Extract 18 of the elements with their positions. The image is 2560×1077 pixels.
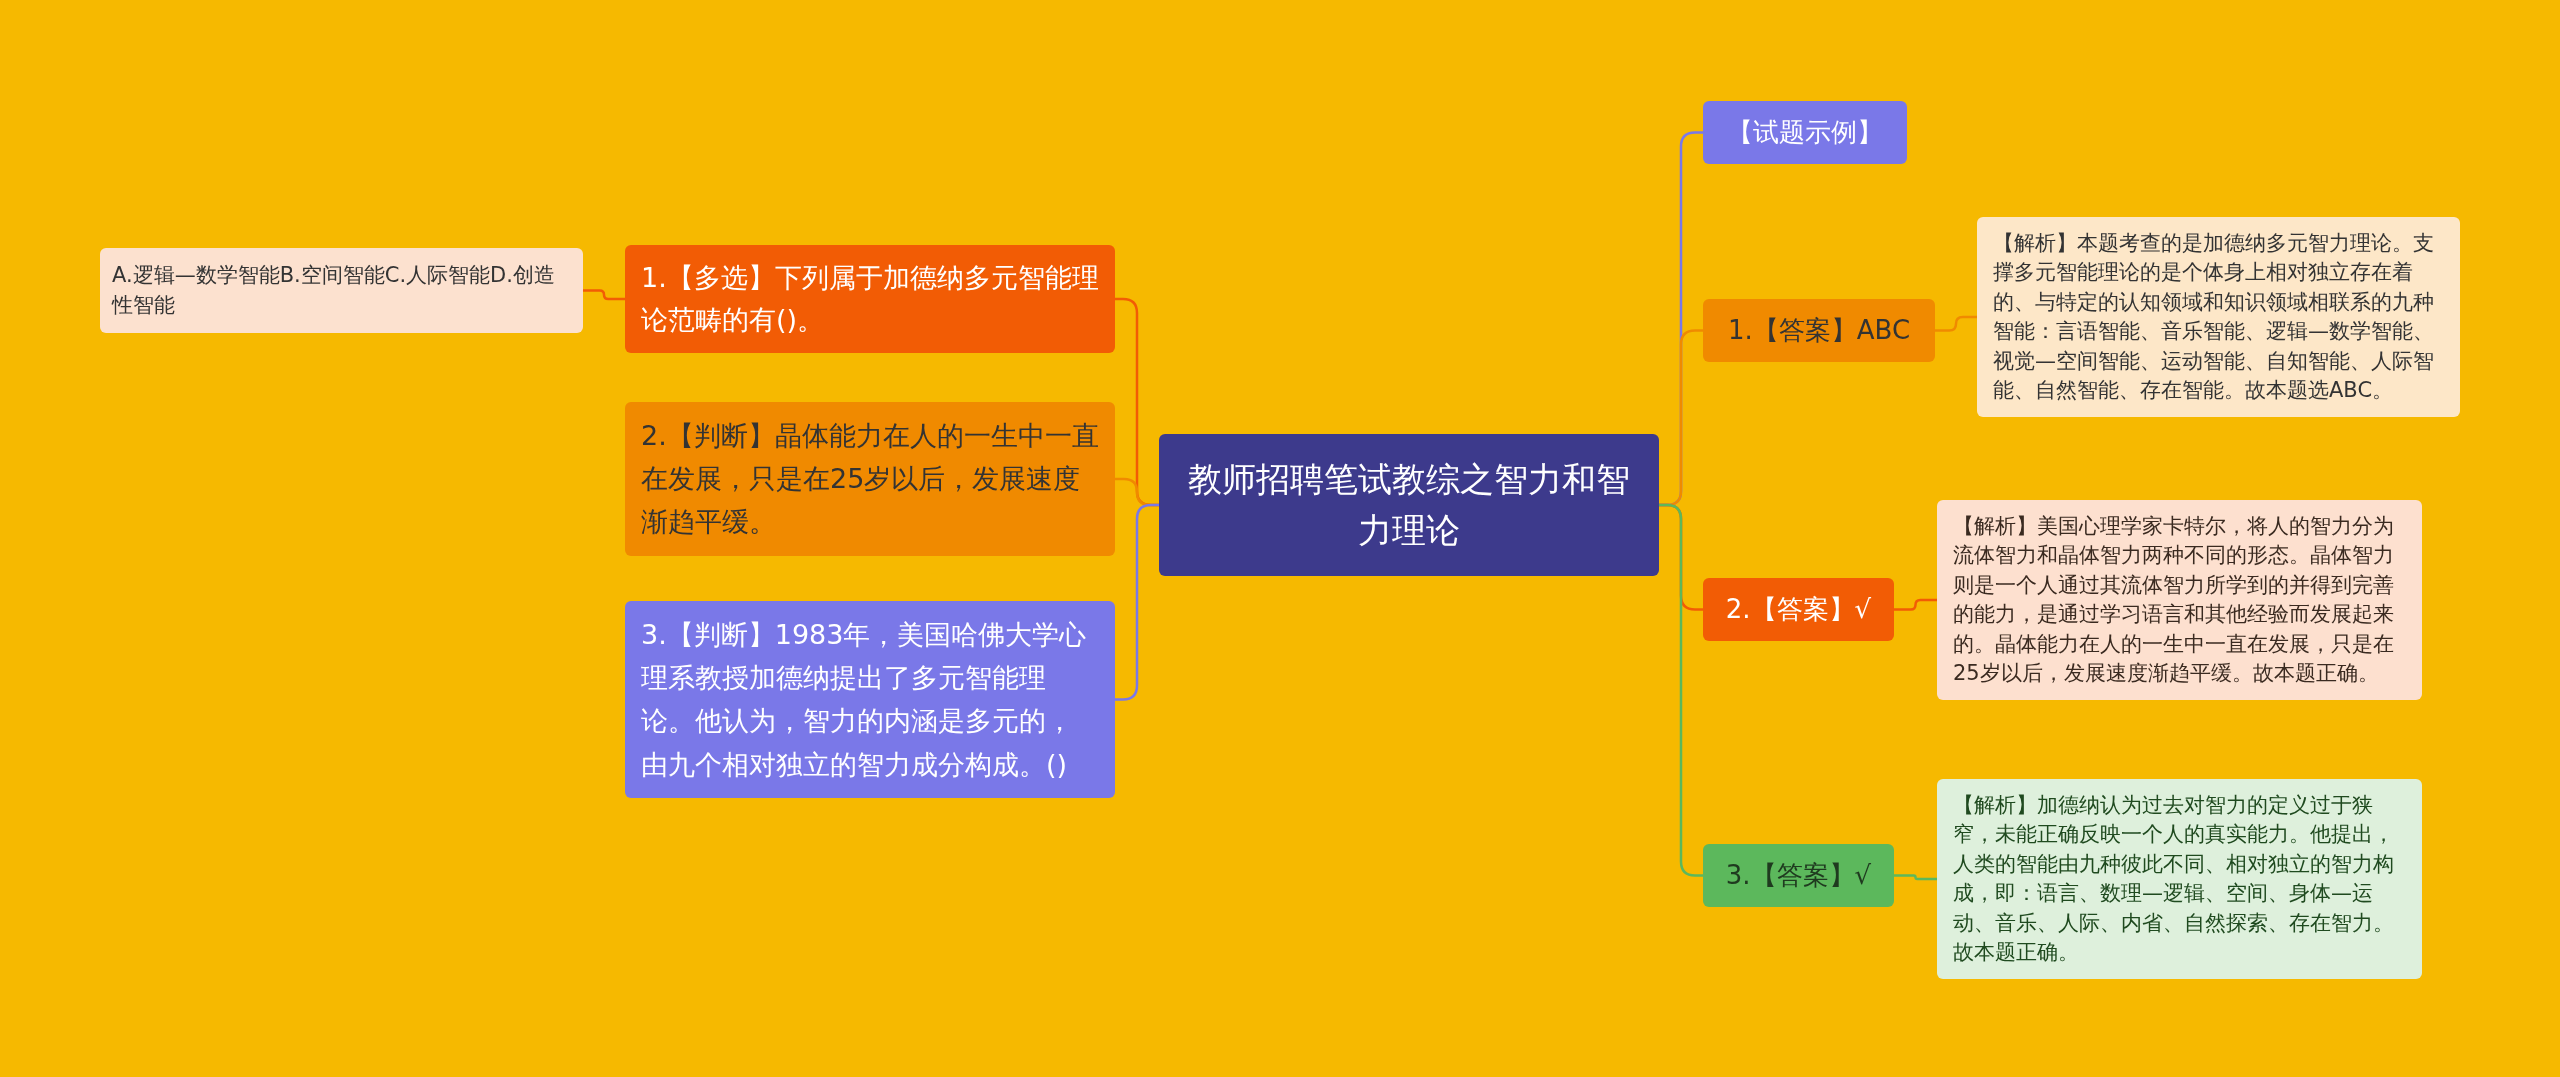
section-box: 【试题示例】 — [1703, 101, 1907, 164]
answer-box: 3.【答案】√ — [1703, 844, 1894, 907]
connector-line — [1894, 874, 1937, 881]
question-box: 3.【判断】1983年，美国哈佛大学心理系教授加德纳提出了多元智能理论。他认为，智力的内涵是多元的，由九个相对独立的智力成分构成。() — [625, 601, 1115, 798]
question-box: 2.【判断】晶体能力在人的一生中一直在发展，只是在25岁以后，发展速度渐趋平缓。 — [625, 402, 1115, 556]
connector-line — [1935, 315, 1977, 332]
central-topic-box: 教师招聘笔试教综之智力和智力理论 — [1159, 434, 1659, 576]
explanation-box: 【解析】本题考查的是加德纳多元智力理论。支撑多元智能理论的是个体身上相对独立存在着的、与特定的认知领域和知识领域相联系的九种智能：言语智能、音乐智能、逻辑—数学智能、视觉—空间智能、运动智能、自知智能、人际智能、自然智能、存在智能。故本题选ABC。 — [1977, 217, 2460, 418]
connector-line — [1115, 503, 1159, 701]
explanation-box: 【解析】美国心理学家卡特尔，将人的智力分为流体智力和晶体智力两种不同的形态。晶体智力则是一个人通过其流体智力所学到的并得到完善的能力，是通过学习语言和其他经验而发展起来的。晶体能力在人的一生中一直在发展，只是在25岁以后，发展速度渐趋平缓。故本题正确。 — [1937, 500, 2422, 701]
options-box: A.逻辑—数学智能B.空间智能C.人际智能D.创造性智能 — [100, 248, 583, 333]
connector-line — [1659, 503, 1703, 877]
answer-box: 2.【答案】√ — [1703, 578, 1894, 641]
connector-line — [583, 289, 625, 301]
question-box: 1.【多选】下列属于加德纳多元智能理论范畴的有()。 — [625, 245, 1115, 353]
answer-box: 1.【答案】ABC — [1703, 299, 1935, 362]
explanation-box: 【解析】加德纳认为过去对智力的定义过于狭窄，未能正确反映一个人的真实能力。他提出，人类的智能由九种彼此不同、相对独立的智力构成，即：语言、数理—逻辑、空间、身体—运动、音乐、人际、内省、自然探索、存在智力。故本题正确。 — [1937, 779, 2422, 980]
connector-line — [1894, 598, 1937, 611]
